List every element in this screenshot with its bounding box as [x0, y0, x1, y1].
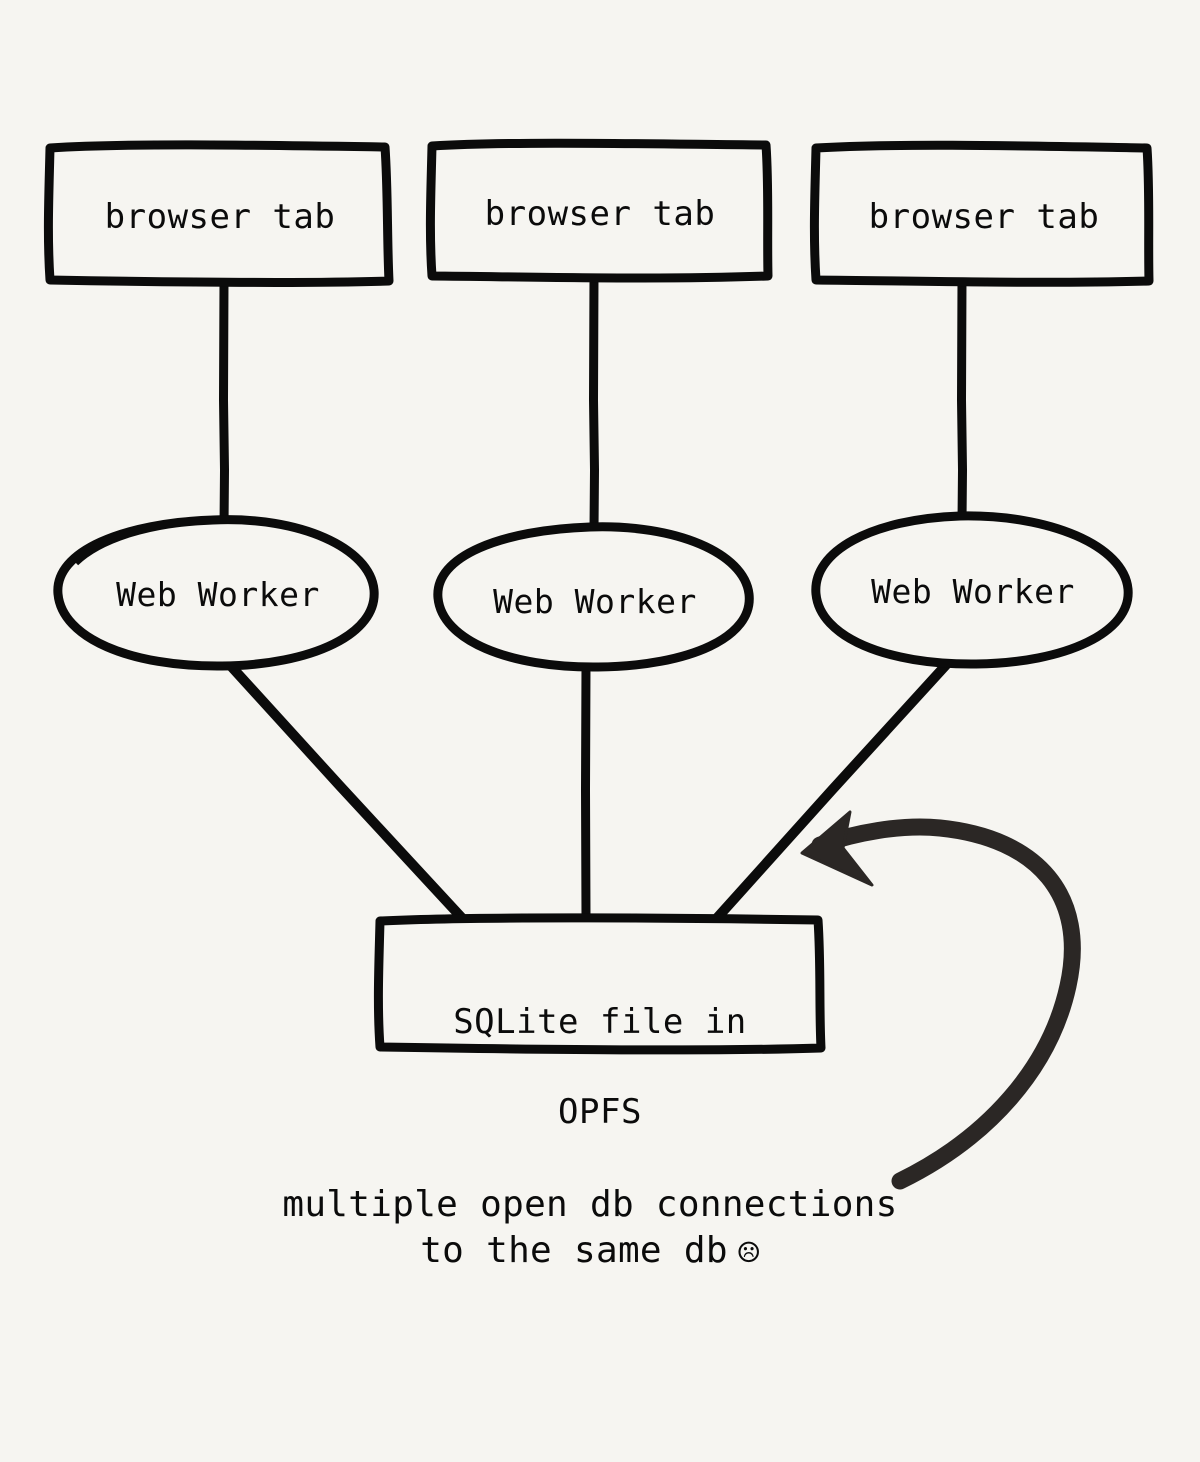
worker-ellipse-3[interactable] — [811, 511, 1133, 669]
frowning-face-icon: ☹ — [737, 1233, 760, 1275]
worker-ellipse-2[interactable] — [433, 522, 754, 672]
store-box[interactable] — [373, 913, 826, 1055]
tab-box-1[interactable] — [43, 140, 394, 288]
annotation-caption-line-1: multiple open db connections — [282, 1184, 898, 1225]
edge-tab1-worker1 — [218, 276, 230, 532]
tab-box-3[interactable] — [809, 140, 1154, 287]
annotation-caption-line-2-wrap: to the same db☹ — [150, 1228, 1030, 1277]
annotation-caption-line-2: to the same db — [420, 1230, 728, 1272]
edge-worker1-store — [224, 659, 467, 923]
worker-ellipse-1[interactable] — [53, 515, 379, 671]
edge-worker3-store — [712, 660, 951, 923]
tab-box-2[interactable] — [425, 138, 773, 283]
arrow-head — [800, 810, 874, 887]
edge-tab2-worker2 — [588, 271, 600, 535]
curved-annotation-arrow — [800, 810, 1081, 1190]
arrow-shaft — [811, 818, 1081, 1190]
edge-worker2-store — [580, 660, 591, 922]
edge-tab3-worker3 — [956, 275, 968, 526]
annotation-caption: multiple open db connections to the same… — [150, 1182, 1030, 1277]
